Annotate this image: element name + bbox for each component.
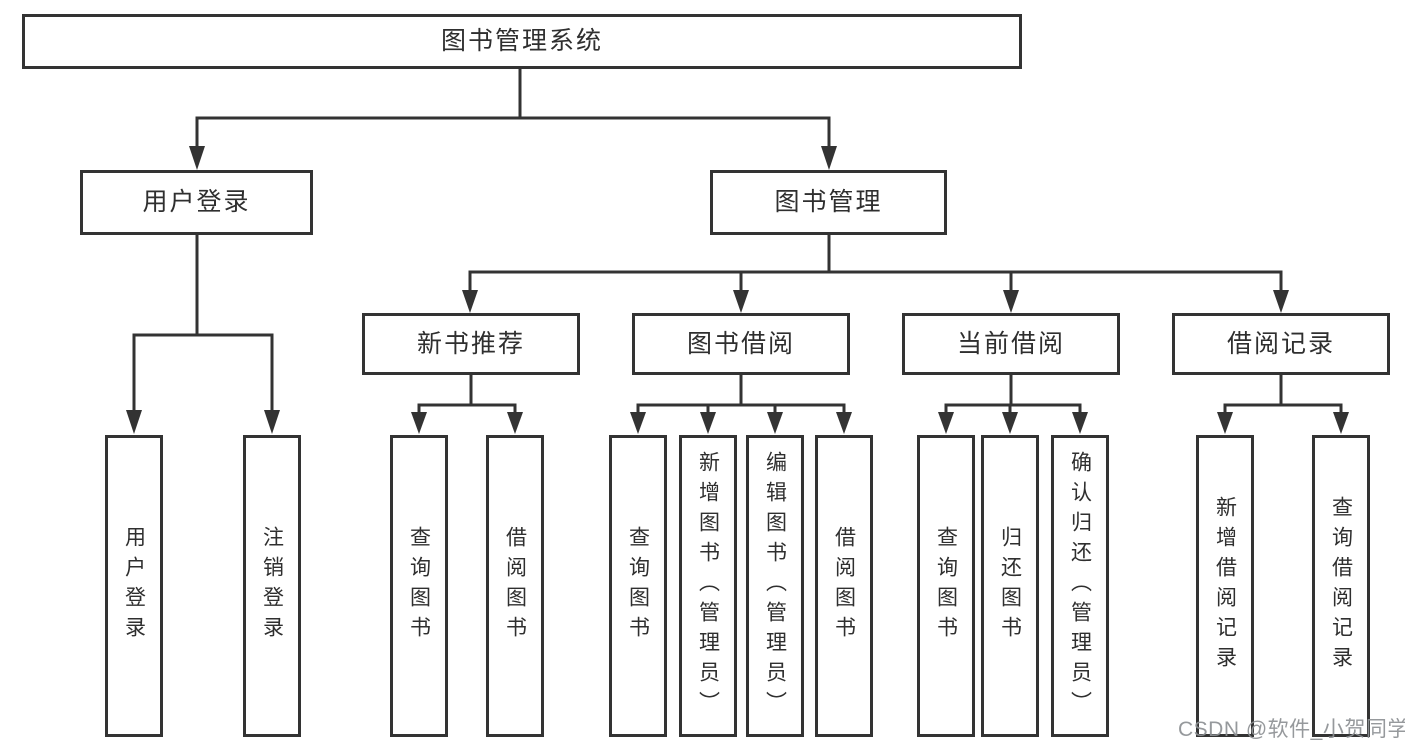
leaf-borrow-query-books-label: 查询图书 bbox=[626, 526, 650, 646]
branch-current-borrow bbox=[938, 375, 1088, 434]
branch-borrow-records bbox=[1217, 375, 1349, 434]
node-root-system: 图书管理系统 bbox=[22, 14, 1022, 69]
branch-book-borrow bbox=[630, 375, 852, 434]
leaf-current-query-books: 查询图书 bbox=[917, 435, 975, 737]
leaf-newbook-borrow-books: 借阅图书 bbox=[486, 435, 544, 737]
branch-user-login bbox=[126, 235, 280, 434]
leaf-add-borrow-record: 新增借阅记录 bbox=[1196, 435, 1254, 737]
node-current-borrow: 当前借阅 bbox=[902, 313, 1120, 375]
leaf-add-borrow-record-label: 新增借阅记录 bbox=[1213, 496, 1237, 676]
leaf-add-books-admin-label: 新增图书（管理员） bbox=[696, 451, 720, 721]
leaf-logout-label: 注销登录 bbox=[260, 526, 284, 646]
branch-root bbox=[189, 69, 837, 170]
node-user-login-label: 用户登录 bbox=[142, 188, 251, 216]
leaf-newbook-borrow-books-label: 借阅图书 bbox=[503, 526, 527, 646]
node-current-borrow-label: 当前借阅 bbox=[956, 329, 1065, 358]
node-borrow-records: 借阅记录 bbox=[1172, 313, 1390, 375]
node-root-label: 图书管理系统 bbox=[440, 27, 603, 55]
leaf-edit-books-admin: 编辑图书（管理员） bbox=[746, 435, 804, 737]
leaf-borrow-query-books: 查询图书 bbox=[609, 435, 667, 737]
node-book-borrow: 图书借阅 bbox=[632, 313, 850, 375]
node-book-management-label: 图书管理 bbox=[774, 188, 883, 216]
leaf-query-borrow-record: 查询借阅记录 bbox=[1312, 435, 1370, 737]
leaf-newbook-query-books-label: 查询图书 bbox=[407, 526, 431, 646]
node-new-book-recommend: 新书推荐 bbox=[362, 313, 580, 375]
leaf-confirm-return-admin-label: 确认归还（管理员） bbox=[1068, 451, 1092, 721]
leaf-user-login-label: 用户登录 bbox=[122, 526, 146, 646]
node-borrow-records-label: 借阅记录 bbox=[1226, 329, 1335, 358]
node-new-book-recommend-label: 新书推荐 bbox=[416, 329, 525, 358]
leaf-confirm-return-admin: 确认归还（管理员） bbox=[1051, 435, 1109, 737]
branch-new-book bbox=[411, 375, 523, 434]
leaf-return-books: 归还图书 bbox=[981, 435, 1039, 737]
node-book-management: 图书管理 bbox=[710, 170, 947, 235]
branch-book-management bbox=[462, 235, 1289, 313]
leaf-return-books-label: 归还图书 bbox=[998, 526, 1022, 646]
leaf-newbook-query-books: 查询图书 bbox=[390, 435, 448, 737]
csdn-watermark: CSDN @软件_小贺同学 bbox=[1178, 718, 1405, 741]
leaf-user-login: 用户登录 bbox=[105, 435, 163, 737]
leaf-query-borrow-record-label: 查询借阅记录 bbox=[1329, 496, 1353, 676]
leaf-current-query-books-label: 查询图书 bbox=[934, 526, 958, 646]
leaf-borrow-books-label: 借阅图书 bbox=[832, 526, 856, 646]
node-book-borrow-label: 图书借阅 bbox=[686, 329, 795, 358]
leaf-add-books-admin: 新增图书（管理员） bbox=[679, 435, 737, 737]
leaf-borrow-books: 借阅图书 bbox=[815, 435, 873, 737]
leaf-logout: 注销登录 bbox=[243, 435, 301, 737]
node-user-login: 用户登录 bbox=[80, 170, 313, 235]
leaf-edit-books-admin-label: 编辑图书（管理员） bbox=[763, 451, 787, 721]
